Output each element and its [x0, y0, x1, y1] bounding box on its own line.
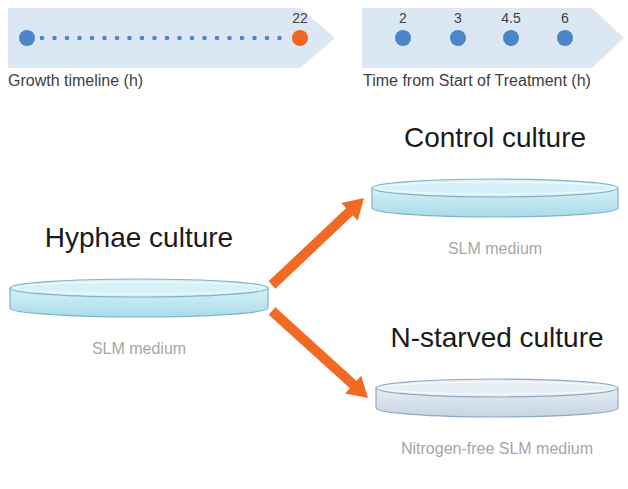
dish-graphic [370, 172, 620, 238]
timeline-band [362, 8, 624, 68]
axis-label: Time from Start of Treatment (h) [363, 72, 591, 90]
petri-dish: Control cultureSLM medium [370, 122, 620, 258]
time-dot [503, 30, 519, 46]
culture-title: Control culture [370, 122, 620, 154]
orange-arrow [272, 198, 364, 285]
dish-graphic [374, 372, 620, 438]
time-dot [450, 30, 466, 46]
time-value: 3 [454, 10, 462, 26]
orange-arrow [272, 311, 368, 398]
petri-dish: Hyphae cultureSLM medium [8, 222, 270, 358]
axis-label: Growth timeline (h) [8, 72, 143, 90]
dotted-line [40, 36, 282, 41]
dish-graphic [8, 272, 270, 338]
time-value: 6 [561, 10, 569, 26]
culture-title: Hyphae culture [8, 222, 270, 254]
medium-label: SLM medium [8, 340, 270, 358]
time-value: 22 [292, 10, 308, 26]
timeline-band [8, 8, 335, 68]
medium-label: Nitrogen-free SLM medium [374, 440, 620, 458]
culture-title: N-starved culture [374, 322, 620, 354]
time-dot [557, 30, 573, 46]
time-value: 4.5 [501, 10, 520, 26]
petri-dish: N-starved cultureNitrogen-free SLM mediu… [374, 322, 620, 458]
start-dot [19, 30, 35, 46]
medium-label: SLM medium [370, 240, 620, 258]
time-dot [395, 30, 411, 46]
time-value: 2 [399, 10, 407, 26]
end-dot [292, 30, 308, 46]
